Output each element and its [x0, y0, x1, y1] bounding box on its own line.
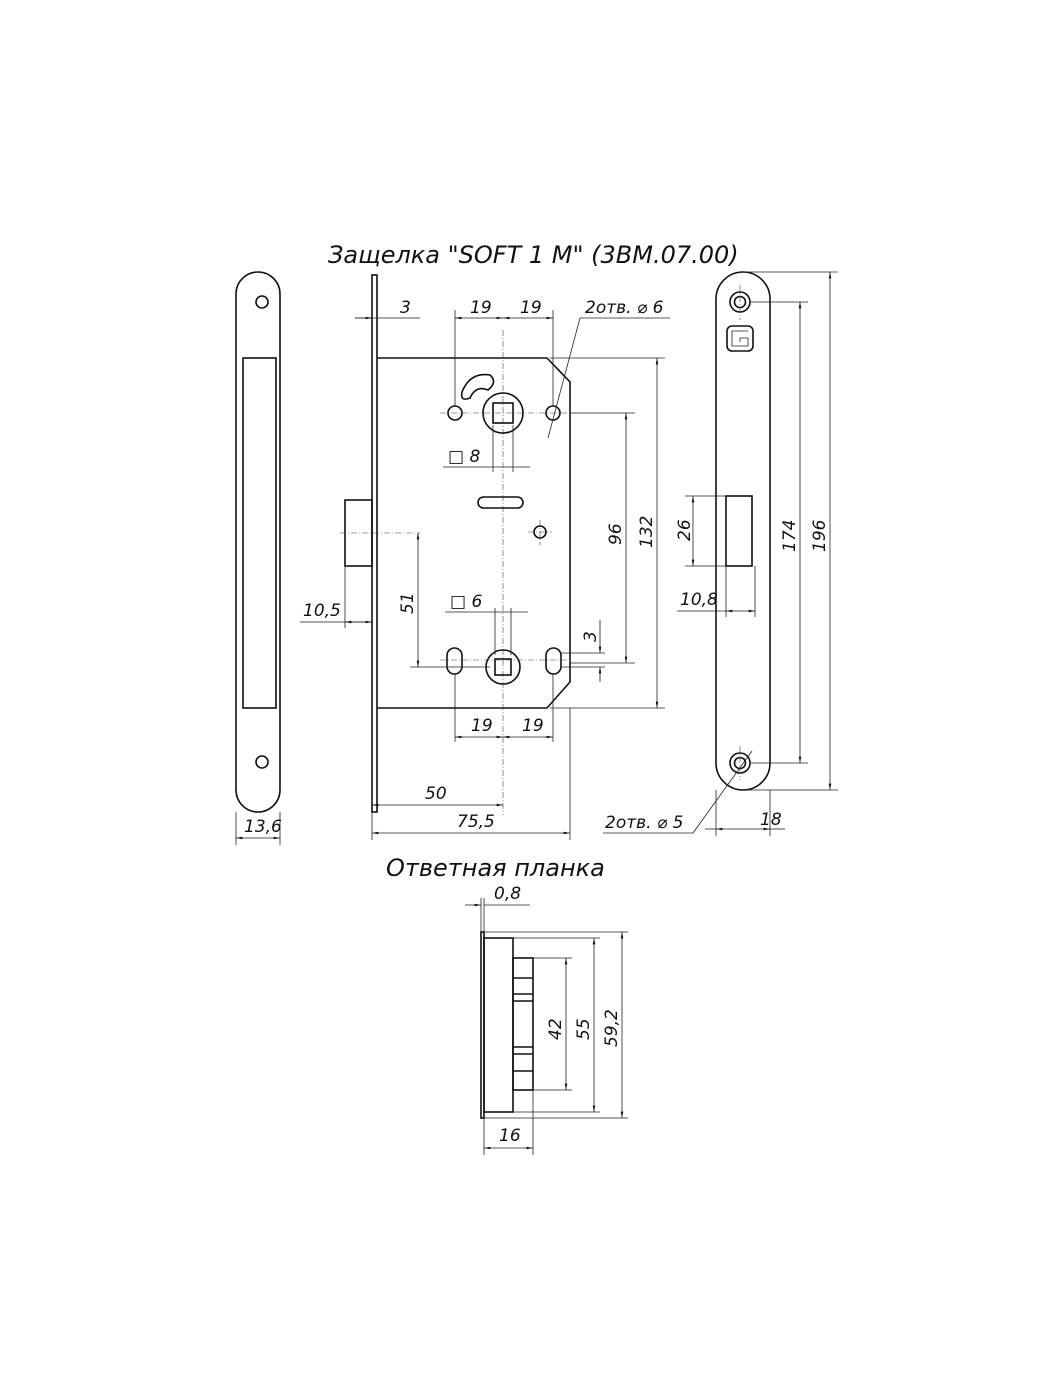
dim-bottom-hole-right: 19 [522, 716, 544, 736]
dim-strike-thickness: 0,8 [494, 884, 521, 904]
lock-dimensions: 3 19 19 2отв. ⌀ 6 □ 8 96 132 51 10,5 □ 6… [300, 298, 670, 840]
dim-faceplate-thickness: 3 [400, 298, 411, 318]
dim-depth: 75,5 [457, 812, 495, 832]
strike-plate [480, 931, 534, 1119]
dim-spacing-96: 96 [606, 523, 626, 545]
dim-square-top: □ 8 [448, 447, 480, 467]
dim-length-196: 196 [810, 519, 830, 552]
dim-faceplate-width: 18 [760, 810, 782, 830]
dim-latch-projection: 10,5 [303, 601, 341, 621]
strike-plate-dimensions: 0,8 42 55 59,2 16 [465, 884, 628, 1155]
dim-hole-spacing-174: 174 [780, 520, 800, 552]
dim-spacing-51: 51 [398, 592, 418, 614]
faceplate-dimensions: 26 10,8 174 196 18 2отв. ⌀ 5 [603, 271, 838, 836]
faceplate-view [715, 271, 771, 791]
dim-strike-59: 59,2 [602, 1009, 622, 1047]
dim-latch-height: 26 [675, 519, 695, 541]
dim-backset: 50 [425, 784, 447, 804]
lock-body-front [340, 274, 575, 815]
drawing-title: Защелка "SOFT 1 M" (3BM.07.00) [328, 241, 739, 269]
dim-strike-42: 42 [546, 1018, 566, 1040]
label-holes-bottom: 2отв. ⌀ 5 [605, 813, 683, 833]
dim-top-hole-left: 19 [470, 298, 492, 318]
label-holes-top: 2отв. ⌀ 6 [585, 298, 664, 318]
side-view: 13,6 [235, 271, 282, 845]
dim-top-hole-right: 19 [520, 298, 542, 318]
dim-height-132: 132 [637, 516, 657, 548]
dim-strike-55: 55 [574, 1018, 594, 1040]
dim-offset-3: 3 [581, 631, 601, 642]
dim-square-bottom: □ 6 [450, 592, 482, 612]
dim-side-width: 13,6 [244, 817, 282, 837]
strike-plate-title: Ответная планка [386, 854, 605, 882]
dim-strike-depth: 16 [499, 1126, 521, 1146]
dim-bottom-hole-left: 19 [471, 716, 493, 736]
dim-latch-width: 10,8 [680, 590, 718, 610]
brand-logo-icon [726, 325, 754, 352]
